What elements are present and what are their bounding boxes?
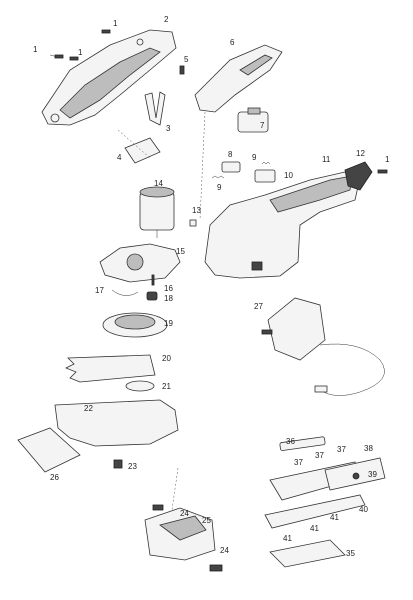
switch-assembly-7 bbox=[237, 107, 269, 133]
spring-clip-3 bbox=[144, 91, 166, 126]
small-part-24a-icon bbox=[152, 504, 164, 511]
callout-1b: 1 bbox=[78, 48, 83, 57]
callout-1d: 1 bbox=[385, 155, 390, 164]
screw-5-icon bbox=[179, 65, 185, 75]
callout-41a: 41 bbox=[283, 534, 292, 543]
callout-10: 10 bbox=[284, 171, 293, 180]
callout-24a: 24 bbox=[180, 509, 189, 518]
gear-19 bbox=[102, 312, 168, 338]
callout-1a: 1 bbox=[33, 45, 38, 54]
callout-23: 23 bbox=[128, 462, 137, 471]
callout-5: 5 bbox=[184, 55, 189, 64]
screw-1d-icon bbox=[377, 169, 388, 174]
battery-4 bbox=[124, 137, 161, 164]
guide-line bbox=[171, 467, 179, 511]
callout-8: 8 bbox=[228, 150, 233, 159]
lower-cover-25 bbox=[144, 507, 216, 561]
screw-1a-icon bbox=[49, 54, 64, 59]
main-housing-11 bbox=[204, 171, 361, 279]
spring-9a-icon bbox=[211, 175, 225, 179]
screw-1c-icon bbox=[101, 29, 111, 34]
motor-14 bbox=[139, 186, 175, 238]
callout-7: 7 bbox=[260, 121, 265, 130]
callout-41b: 41 bbox=[310, 524, 319, 533]
callout-4: 4 bbox=[117, 153, 122, 162]
callout-labels: 1 1 1 1 2 3 4 5 6 7 8 9 9 10 11 12 13 14… bbox=[33, 15, 390, 558]
callout-1c: 1 bbox=[113, 19, 118, 28]
callout-39: 39 bbox=[368, 470, 377, 479]
callout-41c: 41 bbox=[330, 513, 339, 522]
callout-13: 13 bbox=[192, 206, 201, 215]
callout-15: 15 bbox=[176, 247, 185, 256]
callout-37c: 37 bbox=[337, 445, 346, 454]
callout-35: 35 bbox=[346, 549, 355, 558]
blade-20 bbox=[65, 354, 156, 383]
callout-3: 3 bbox=[166, 124, 171, 133]
guide-line bbox=[199, 111, 206, 221]
callout-36: 36 bbox=[286, 437, 295, 446]
arc-spring-17 bbox=[111, 289, 139, 296]
screw-23-icon bbox=[113, 459, 123, 469]
callout-37b: 37 bbox=[315, 451, 324, 460]
callout-2: 2 bbox=[164, 15, 169, 24]
housing-half-left bbox=[41, 29, 177, 126]
gear-housing-15 bbox=[99, 243, 181, 283]
blade-assembly bbox=[264, 436, 386, 568]
callout-12: 12 bbox=[356, 149, 365, 158]
callout-16: 16 bbox=[164, 284, 173, 293]
charger-27 bbox=[261, 297, 385, 396]
blade-plate-22 bbox=[54, 399, 179, 447]
top-cover-6 bbox=[194, 44, 283, 113]
callout-27: 27 bbox=[254, 302, 263, 311]
guide-line bbox=[117, 129, 151, 159]
switch-slider-10 bbox=[254, 169, 276, 183]
callout-21: 21 bbox=[162, 382, 171, 391]
callout-9a: 9 bbox=[217, 183, 222, 192]
callout-9b: 9 bbox=[252, 153, 257, 162]
callout-26: 26 bbox=[50, 473, 59, 482]
end-cap-12 bbox=[344, 161, 373, 191]
callout-24b: 24 bbox=[220, 546, 229, 555]
ring-21 bbox=[125, 380, 155, 392]
callout-11: 11 bbox=[322, 155, 331, 164]
small-part-24b-icon bbox=[209, 564, 223, 572]
callout-37a: 37 bbox=[294, 458, 303, 467]
callout-38: 38 bbox=[364, 444, 373, 453]
spring-9b-icon bbox=[261, 161, 271, 165]
callout-14: 14 bbox=[154, 179, 163, 188]
callout-19: 19 bbox=[164, 319, 173, 328]
callout-20: 20 bbox=[162, 354, 171, 363]
nut-13-icon bbox=[189, 219, 197, 227]
guard-26 bbox=[17, 427, 81, 473]
callout-6: 6 bbox=[230, 38, 235, 47]
callout-25: 25 bbox=[202, 516, 211, 525]
screw-1b-icon bbox=[69, 56, 79, 61]
callout-18: 18 bbox=[164, 294, 173, 303]
callout-17: 17 bbox=[95, 286, 104, 295]
switch-button-8 bbox=[221, 161, 241, 173]
callout-22: 22 bbox=[84, 404, 93, 413]
callout-40: 40 bbox=[359, 505, 368, 514]
pin-16-icon bbox=[151, 274, 155, 286]
bushing-18-icon bbox=[146, 291, 158, 301]
